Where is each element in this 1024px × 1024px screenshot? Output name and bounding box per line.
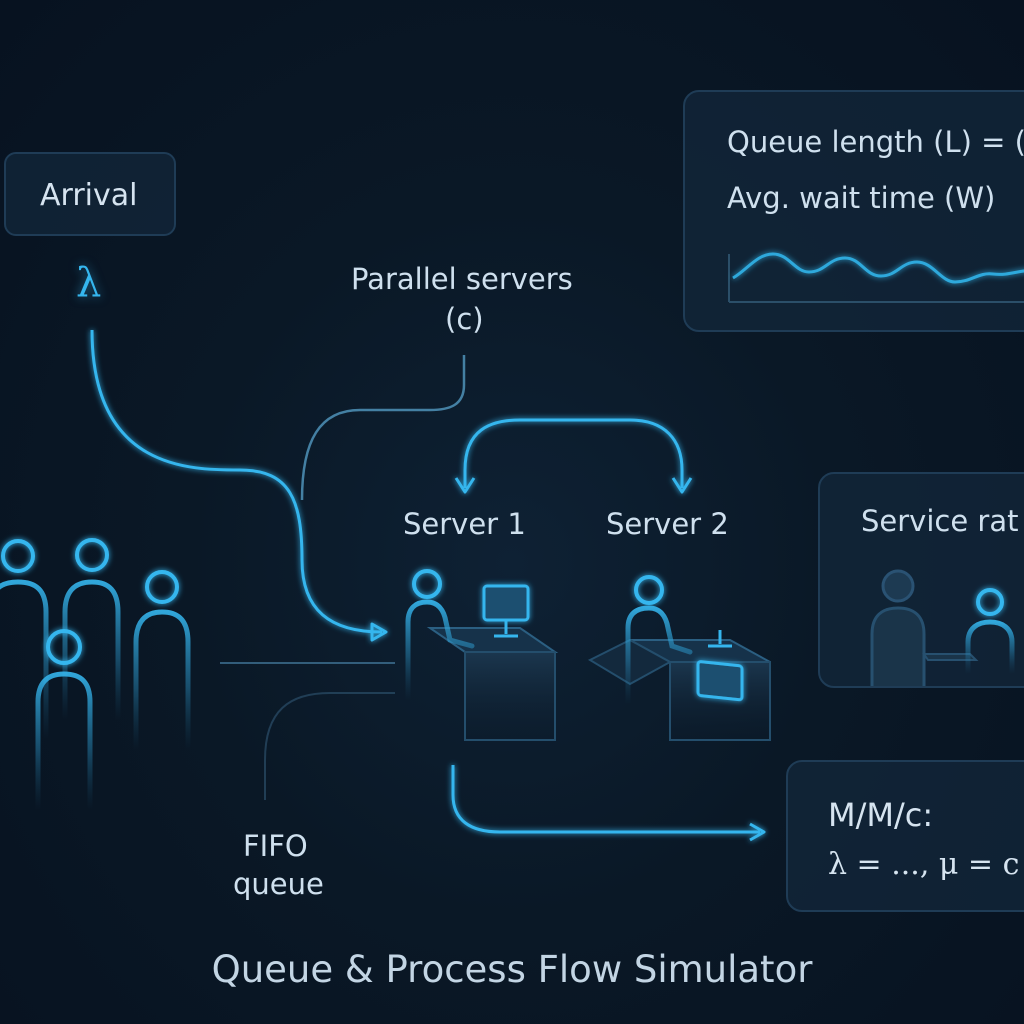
service-rate-title: Service rat (861, 504, 1019, 538)
arrival-rate-symbol: λ (76, 260, 102, 306)
output-arrowhead (749, 822, 766, 842)
arrival-box: Arrival (4, 152, 176, 236)
server-label: Server 1 (403, 507, 526, 541)
server-label: Server 2 (606, 507, 729, 541)
page-title: Queue & Process Flow Simulator (211, 948, 813, 991)
parallel-servers-count-label: (c) (445, 302, 484, 336)
arrival-arrowhead (370, 622, 388, 642)
arrival-flow-line (90, 329, 383, 634)
server1-workstation (405, 569, 559, 741)
person-icon (405, 569, 475, 703)
arrival-label: Arrival (40, 178, 138, 213)
output-flow-line (451, 765, 760, 834)
person-icon (870, 569, 926, 686)
model-parameters: λ = ..., μ = c (828, 847, 1020, 882)
metrics-panel: Queue length (L) = ( Avg. wait time (W) (683, 90, 1024, 332)
person-icon (965, 588, 1015, 674)
queue-length-metric: Queue length (L) = ( (727, 125, 1024, 159)
model-notation: M/M/c: (828, 796, 934, 834)
queue-people (0, 538, 191, 810)
server-link-arc (463, 418, 684, 488)
server1-arrowhead (454, 477, 476, 494)
model-panel: M/M/c: λ = ..., μ = c (786, 760, 1024, 912)
server2-workstation (587, 575, 771, 741)
person-icon (133, 570, 191, 750)
monitor-icon (696, 630, 744, 702)
person-icon (0, 539, 49, 740)
person-icon (625, 575, 693, 707)
fifo-connector (264, 692, 331, 800)
service-rate-panel: Service rat (818, 472, 1024, 688)
server2-arrowhead (671, 477, 693, 494)
queue-label: queue (233, 867, 324, 901)
parallel-servers-label: Parallel servers (351, 262, 573, 296)
person-icon (35, 629, 93, 810)
avg-wait-time-metric: Avg. wait time (W) (727, 181, 996, 215)
monitor-icon (482, 584, 530, 638)
fifo-label: FIFO (243, 829, 308, 863)
person-icon (62, 538, 121, 720)
service-illustration (870, 569, 1015, 686)
wait-time-sparkline (728, 252, 1024, 303)
parallel-servers-connector (300, 355, 466, 501)
